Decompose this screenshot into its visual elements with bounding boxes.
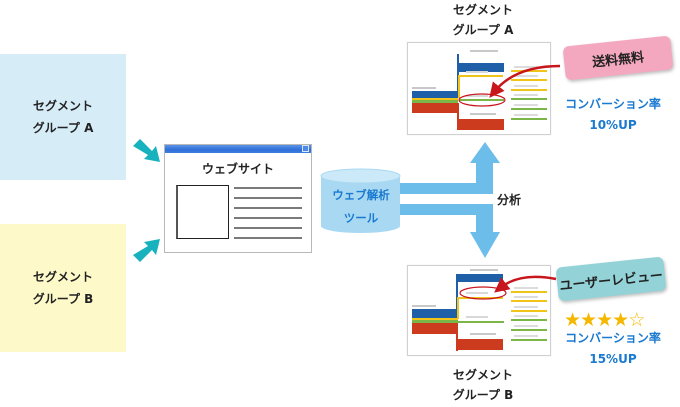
star-filled-icon: ★	[564, 309, 581, 331]
star-filled-icon: ★	[580, 309, 597, 331]
flow-node-blue	[457, 63, 504, 72]
text-line	[234, 217, 302, 219]
flow-node-blue	[456, 274, 503, 282]
flow-node-red	[456, 339, 503, 350]
conversion-a-value: 10%UP	[589, 118, 637, 132]
flow-entry-blue	[412, 309, 458, 318]
flow-entry-blue	[412, 91, 458, 98]
flow-entry-red	[412, 323, 458, 334]
analytics-database-icon	[320, 168, 401, 234]
segment-a-line1: セグメント	[32, 99, 93, 113]
text-line	[234, 207, 302, 209]
flow-node-green	[459, 99, 504, 101]
star-filled-icon: ★	[612, 309, 629, 331]
segment-b-line1: セグメント	[32, 270, 93, 284]
flow-report-thumbnail-a	[407, 42, 551, 135]
analytics-tool-line1: ウェブ解析	[332, 188, 390, 202]
conversion-a-label: コンバーション率	[565, 97, 661, 111]
user-review-tag-text: ユーザーレビュー	[558, 268, 664, 294]
window-maximize-icon	[302, 145, 309, 152]
result-b-label-line2: グループ B	[452, 388, 514, 402]
flow-node-green	[458, 321, 504, 323]
analytics-tool-line2: ツール	[343, 211, 379, 225]
segment-group-b-box: セグメント グループ B	[0, 224, 126, 352]
highlight-ellipse	[458, 93, 506, 107]
star-empty-icon: ☆	[628, 309, 645, 331]
result-b-label: セグメント グループ B	[423, 365, 543, 405]
text-line	[234, 197, 302, 199]
red-arrow-a-icon	[489, 64, 561, 98]
flow-entry-yellow	[412, 98, 458, 100]
segment-group-a-box: セグメント グループ A	[0, 54, 126, 180]
result-b-label-line1: セグメント	[452, 368, 513, 382]
text-line	[234, 237, 302, 239]
flow-report-thumbnail-b	[407, 265, 551, 356]
teal-arrow-b-icon	[133, 239, 160, 262]
result-a-label-line1: セグメント	[452, 3, 513, 17]
image-placeholder-icon	[176, 185, 229, 239]
result-a-label-line2: グループ A	[452, 23, 514, 37]
website-window: ウェブサイト	[164, 144, 312, 253]
flow-entry-yellow	[412, 318, 458, 320]
conversion-b-value: 15%UP	[589, 352, 637, 366]
result-a-label: セグメント グループ A	[423, 0, 543, 40]
flow-chart-b	[412, 269, 547, 351]
conversion-a: コンバーション率 10%UP	[558, 94, 668, 136]
flow-node-yellow	[459, 75, 503, 77]
segment-a-line2: グループ A	[32, 121, 94, 135]
flow-entry-red	[412, 103, 458, 113]
analysis-split-arrow-icon	[395, 142, 500, 258]
conversion-b-label: コンバーション率	[565, 331, 661, 345]
flow-node-yellow	[458, 297, 503, 299]
star-filled-icon: ★	[596, 309, 613, 331]
window-titlebar	[165, 145, 311, 153]
segment-b-line2: グループ B	[32, 292, 94, 306]
text-line	[234, 187, 302, 189]
red-arrow-b-icon	[494, 275, 557, 293]
teal-arrow-a-icon	[133, 139, 160, 162]
website-title: ウェブサイト	[201, 162, 274, 176]
text-line	[234, 227, 302, 229]
rating-stars: ★★★★☆	[564, 309, 645, 331]
conversion-b: コンバーション率 15%UP	[558, 328, 668, 370]
flow-entry-green	[412, 320, 458, 323]
flow-node-red	[457, 119, 504, 130]
flow-entry-green	[412, 100, 458, 103]
analysis-label: 分析	[497, 193, 522, 207]
free-shipping-tag-text: 送料無料	[591, 49, 645, 71]
highlight-ellipse	[459, 286, 507, 300]
